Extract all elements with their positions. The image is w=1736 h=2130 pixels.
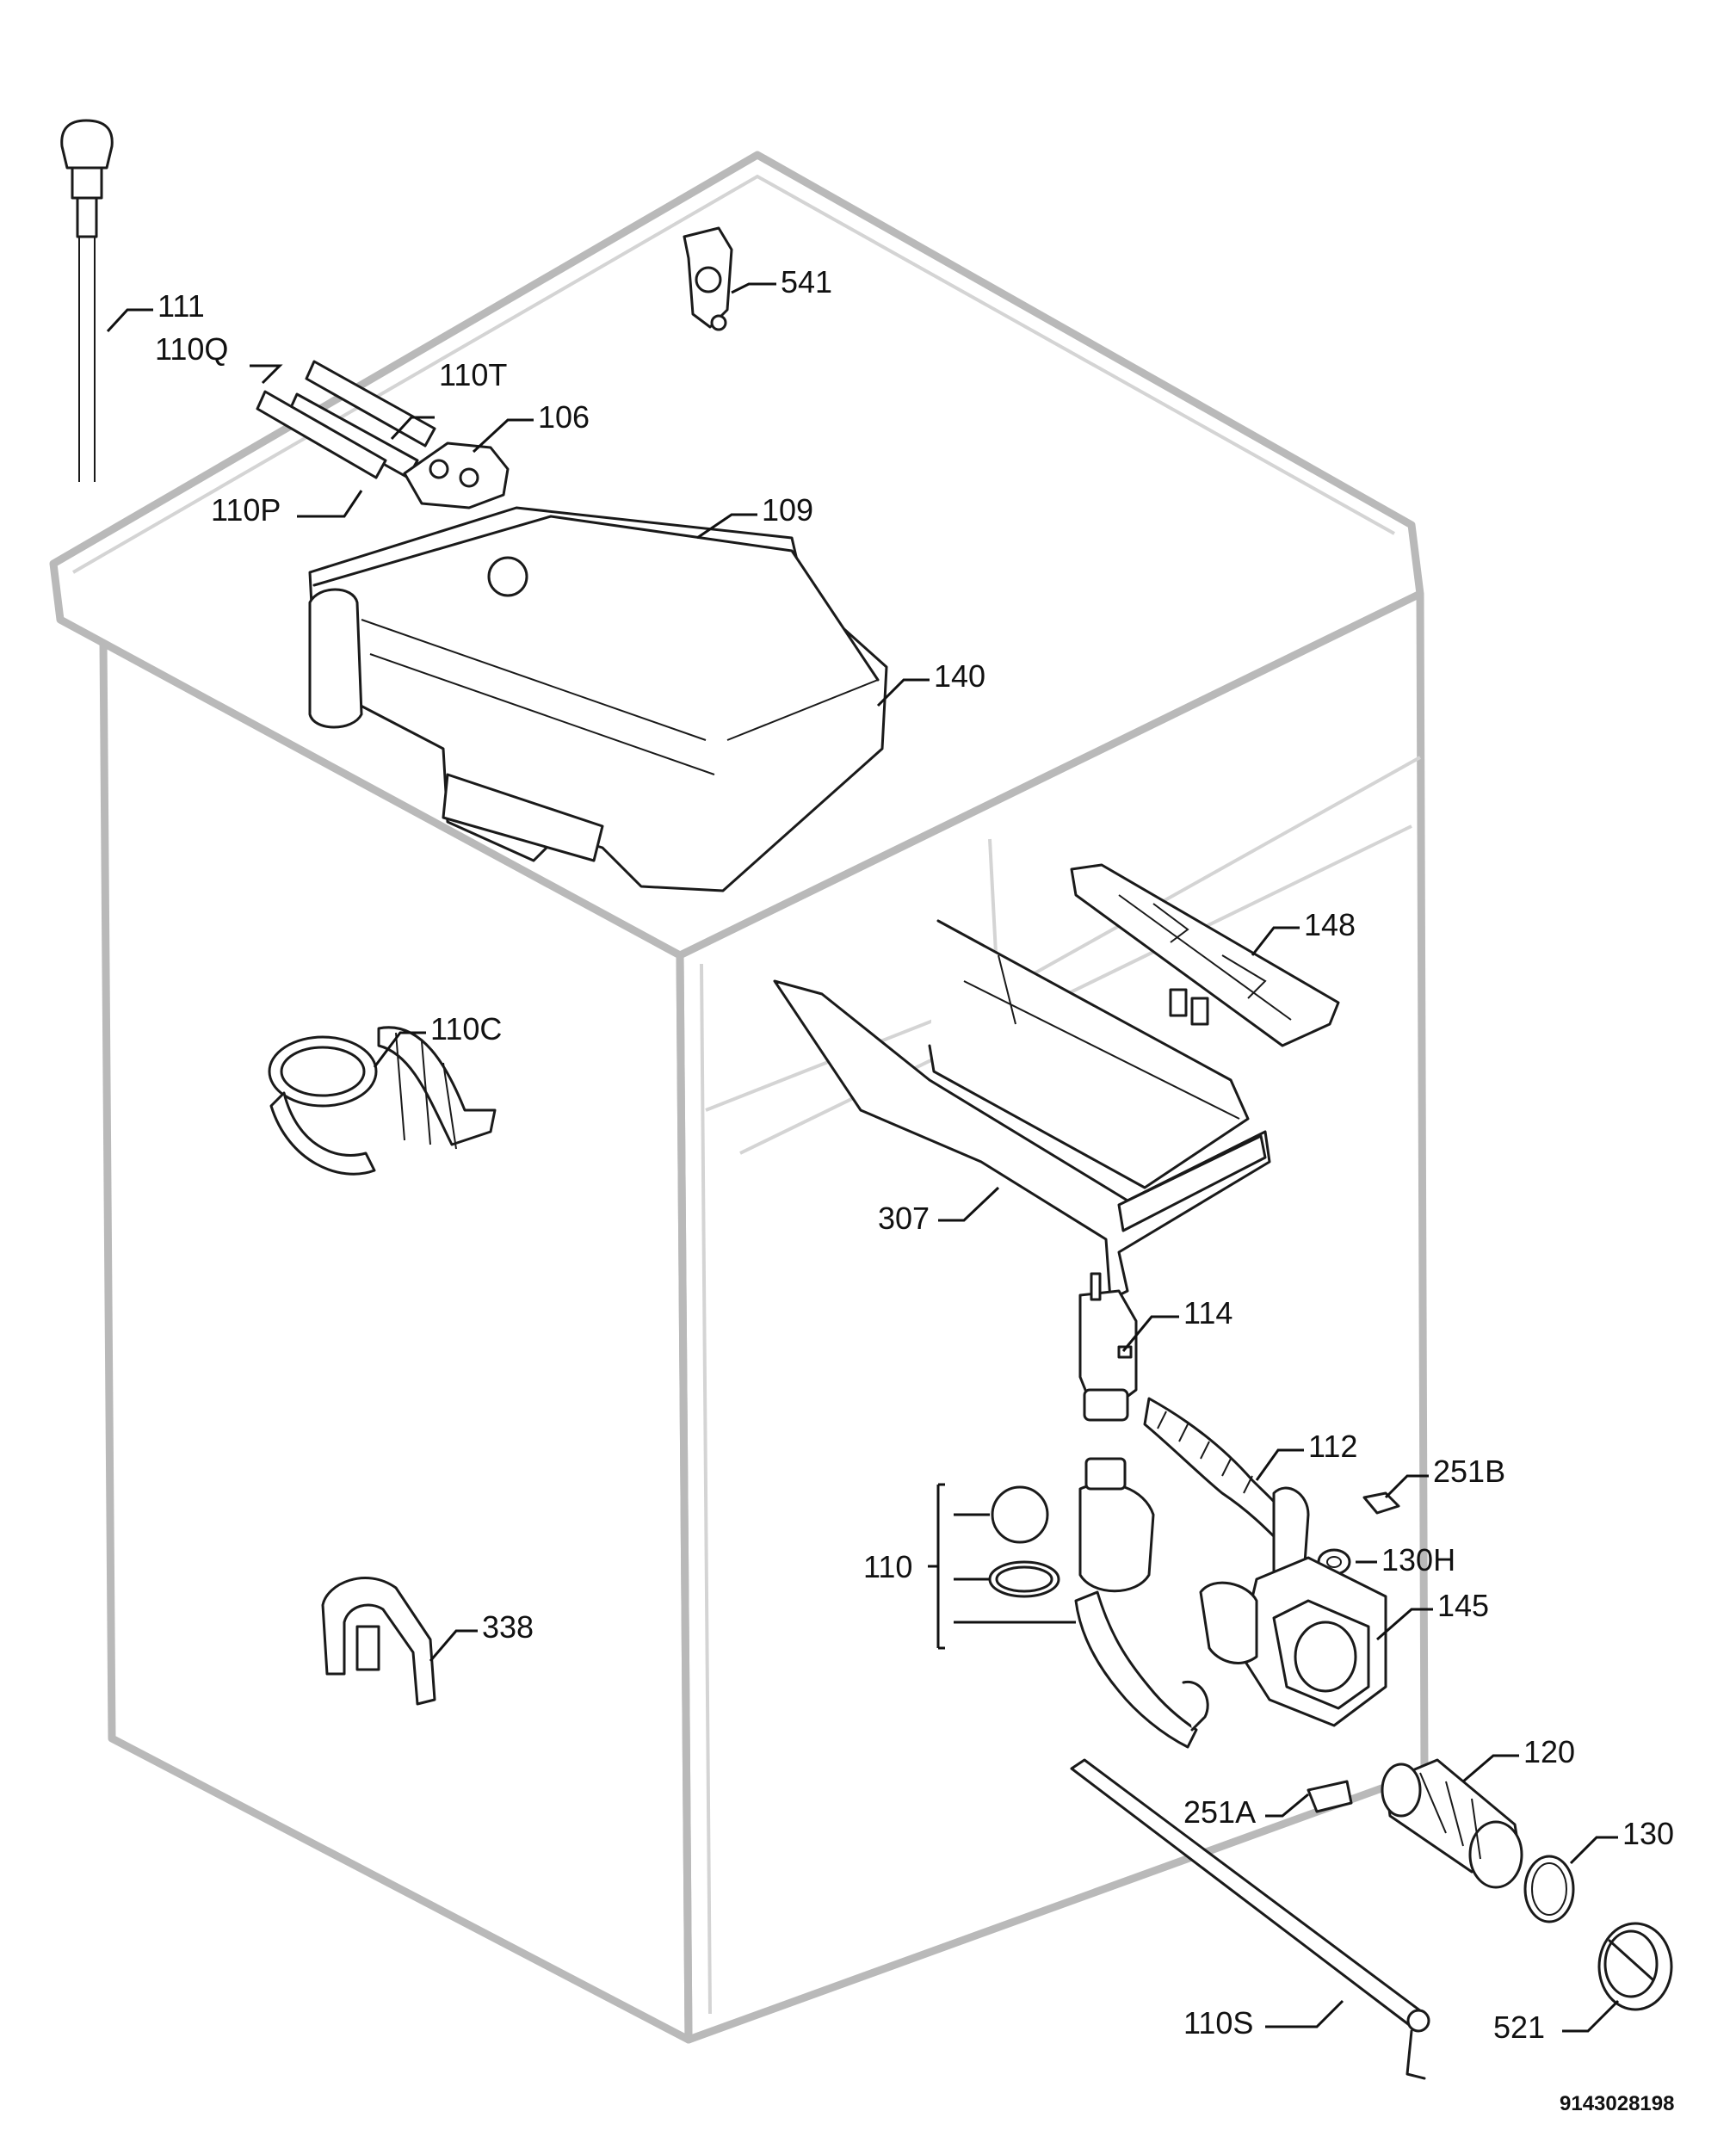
pump-housing-145 bbox=[1199, 1556, 1387, 1727]
label-120: 120 bbox=[1523, 1734, 1575, 1769]
label-110t: 110T bbox=[439, 357, 507, 392]
o-ring-130 bbox=[1523, 1855, 1575, 1923]
label-145: 145 bbox=[1437, 1588, 1489, 1623]
label-521: 521 bbox=[1493, 2010, 1545, 2045]
label-130h: 130H bbox=[1381, 1542, 1455, 1577]
rod-110S bbox=[1070, 1758, 1430, 2080]
leader-lines bbox=[106, 282, 1620, 2033]
label-114: 114 bbox=[1183, 1295, 1232, 1330]
label-110c: 110C bbox=[430, 1011, 502, 1046]
label-130: 130 bbox=[1622, 1816, 1674, 1851]
bracket-541 bbox=[683, 226, 733, 331]
label-140: 140 bbox=[934, 658, 985, 694]
label-112: 112 bbox=[1308, 1429, 1357, 1464]
label-307: 307 bbox=[878, 1201, 930, 1236]
clip-338 bbox=[321, 1577, 436, 1706]
detergent-drawer-307 bbox=[773, 919, 1271, 1301]
label-251a: 251A bbox=[1183, 1794, 1256, 1830]
label-111: 111 bbox=[158, 288, 205, 324]
label-109: 109 bbox=[762, 492, 813, 528]
inlet-hose-111 bbox=[60, 119, 114, 482]
label-338: 338 bbox=[482, 1609, 534, 1645]
air-trap-114 bbox=[1078, 1272, 1138, 1422]
sump-assembly-110 bbox=[928, 1457, 1209, 1749]
dispenser-cover-148 bbox=[1070, 863, 1340, 1047]
label-110s: 110S bbox=[1183, 2005, 1253, 2040]
hose-bundle-110C bbox=[268, 1026, 497, 1176]
filter-120 bbox=[1381, 1758, 1523, 1889]
label-110p: 110P bbox=[211, 492, 281, 528]
valve-106 bbox=[403, 441, 510, 509]
label-106: 106 bbox=[538, 399, 590, 435]
label-110: 110 bbox=[863, 1549, 912, 1584]
hoses-110 bbox=[256, 360, 436, 479]
label-110q: 110Q bbox=[155, 331, 228, 367]
hose-112 bbox=[1143, 1397, 1310, 1584]
label-251b: 251B bbox=[1433, 1454, 1505, 1489]
cap-521 bbox=[1597, 1922, 1673, 2011]
label-148: 148 bbox=[1304, 907, 1356, 942]
dispenser-housing-109-140 bbox=[308, 506, 888, 892]
clip-251A bbox=[1307, 1780, 1353, 1813]
label-541: 541 bbox=[781, 264, 832, 299]
part-labels: 111 110Q 110T 106 110P 109 140 541 148 1… bbox=[155, 264, 1674, 2115]
diagram-reference-number: 9143028198 bbox=[1560, 2092, 1674, 2115]
